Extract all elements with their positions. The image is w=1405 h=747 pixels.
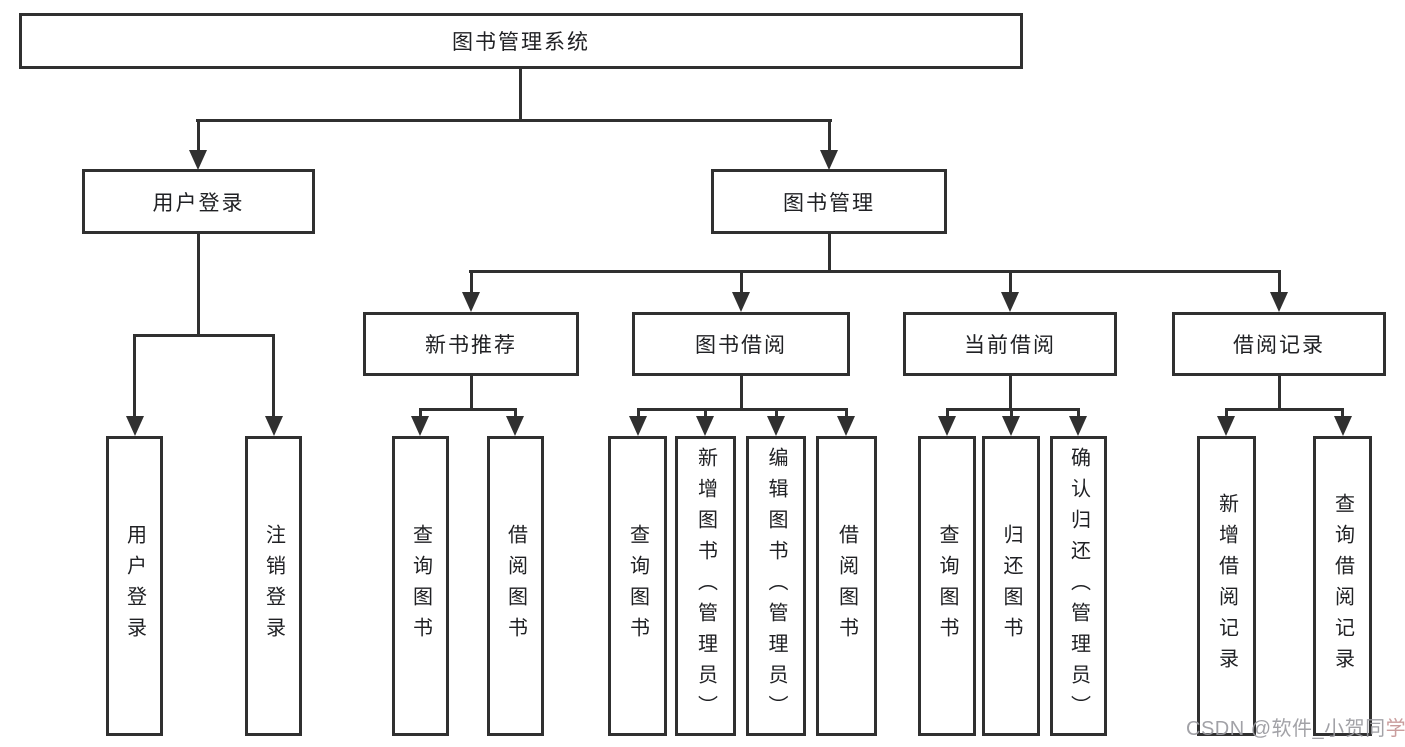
arrow-down-icon: [629, 416, 647, 436]
leaf-query-books-current: 查询图书: [918, 436, 976, 736]
leaf-add-borrow-record: 新增借阅记录: [1197, 436, 1256, 736]
arrow-down-icon: [696, 416, 714, 436]
arrow-down-icon: [1334, 416, 1352, 436]
connector-line: [197, 119, 200, 152]
connector-line: [1009, 376, 1012, 411]
leaf-confirm-return-admin: 确认归还（管理员）: [1050, 436, 1107, 736]
connector-line: [704, 408, 707, 418]
arrow-down-icon: [1069, 416, 1087, 436]
connector-line: [1278, 376, 1281, 411]
arrow-down-icon: [462, 292, 480, 312]
connector-line: [946, 408, 949, 418]
leaf-query-books-borrowing: 查询图书: [608, 436, 667, 736]
node-new-book-recommend: 新书推荐: [363, 312, 579, 376]
arrow-down-icon: [767, 416, 785, 436]
node-current-borrowing: 当前借阅: [903, 312, 1117, 376]
node-book-borrowing: 图书借阅: [632, 312, 850, 376]
connector-line: [845, 408, 848, 418]
connector-line: [1225, 408, 1344, 411]
arrow-down-icon: [1002, 416, 1020, 436]
connector-line: [740, 270, 743, 294]
arrow-down-icon: [1270, 292, 1288, 312]
connector-line: [133, 334, 275, 337]
arrow-down-icon: [732, 292, 750, 312]
leaf-query-borrow-record: 查询借阅记录: [1313, 436, 1372, 736]
node-borrow-records: 借阅记录: [1172, 312, 1386, 376]
connector-line: [740, 376, 743, 411]
node-root-system: 图书管理系统: [19, 13, 1023, 69]
connector-line: [196, 119, 832, 122]
connector-line: [1009, 270, 1012, 294]
leaf-query-books-recommend: 查询图书: [392, 436, 449, 736]
watermark-text: CSDN @软件_小贺同: [1186, 718, 1386, 740]
connector-line: [828, 119, 831, 152]
leaf-return-books: 归还图书: [982, 436, 1040, 736]
leaf-user-login: 用户登录: [106, 436, 163, 736]
connector-line: [637, 408, 847, 411]
arrow-down-icon: [1001, 292, 1019, 312]
connector-line: [775, 408, 778, 418]
connector-line: [1278, 270, 1281, 294]
connector-line: [419, 408, 422, 418]
connector-line: [470, 376, 473, 411]
connector-line: [1341, 408, 1344, 418]
leaf-edit-books-admin: 编辑图书（管理员）: [746, 436, 806, 736]
leaf-add-books-admin: 新增图书（管理员）: [675, 436, 736, 736]
arrow-down-icon: [506, 416, 524, 436]
connector-line: [1077, 408, 1080, 418]
arrow-down-icon: [938, 416, 956, 436]
connector-line: [197, 233, 200, 337]
arrow-down-icon: [411, 416, 429, 436]
arrow-down-icon: [837, 416, 855, 436]
arrow-down-icon: [126, 416, 144, 436]
watermark-text-accent: 学: [1385, 718, 1405, 740]
connector-line: [637, 408, 640, 418]
leaf-logout: 注销登录: [245, 436, 302, 736]
arrow-down-icon: [189, 150, 207, 170]
node-book-management: 图书管理: [711, 169, 947, 234]
connector-line: [469, 270, 1281, 273]
leaf-borrow-books: 借阅图书: [816, 436, 877, 736]
connector-line: [514, 408, 517, 418]
leaf-borrow-books-recommend: 借阅图书: [487, 436, 544, 736]
connector-line: [946, 408, 1080, 411]
csdn-watermark: CSDN @软件_小贺同学: [1186, 712, 1405, 741]
connector-line: [470, 270, 473, 294]
connector-line: [828, 233, 831, 273]
arrow-down-icon: [265, 416, 283, 436]
connector-line: [272, 334, 275, 418]
arrow-down-icon: [1217, 416, 1235, 436]
node-user-login: 用户登录: [82, 169, 315, 234]
connector-line: [419, 408, 517, 411]
connector-line: [1225, 408, 1228, 418]
connector-line: [1010, 408, 1013, 418]
connector-line: [133, 334, 136, 418]
connector-line: [519, 69, 522, 122]
arrow-down-icon: [820, 150, 838, 170]
